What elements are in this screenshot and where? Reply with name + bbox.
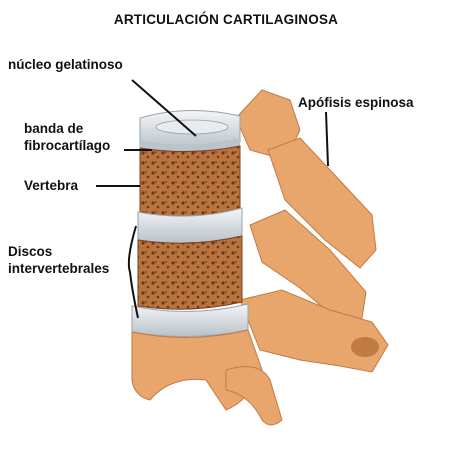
label-vertebra: Vertebra xyxy=(24,178,79,193)
pedicle-bottom xyxy=(225,366,283,426)
label-fibro-line1: banda de xyxy=(24,121,84,136)
label-nucleus: núcleo gelatinoso xyxy=(8,57,123,72)
vertebral-body-lower xyxy=(137,235,243,310)
process-foramen xyxy=(351,337,379,357)
label-discs-line2: intervertebrales xyxy=(8,261,110,276)
diagram-title: ARTICULACIÓN CARTILAGINOSA xyxy=(113,12,339,27)
articular-process-lower xyxy=(239,289,389,373)
spinous-process-upper xyxy=(235,89,301,161)
leader-nucleus xyxy=(131,79,197,137)
spinous-process-main xyxy=(267,137,377,269)
leader-spinous xyxy=(325,111,329,167)
leader-lines xyxy=(96,79,329,319)
posterior-processes xyxy=(235,89,389,373)
label-fibro-line2: fibrocartílago xyxy=(24,138,111,153)
nucleus-pulposus xyxy=(155,119,229,135)
label-spinous: Apófisis espinosa xyxy=(298,95,414,110)
label-discs-line1: Discos xyxy=(8,244,53,259)
vertebral-body-upper xyxy=(139,145,241,218)
spinous-process-mid xyxy=(249,209,367,323)
leader-discs xyxy=(127,225,139,319)
